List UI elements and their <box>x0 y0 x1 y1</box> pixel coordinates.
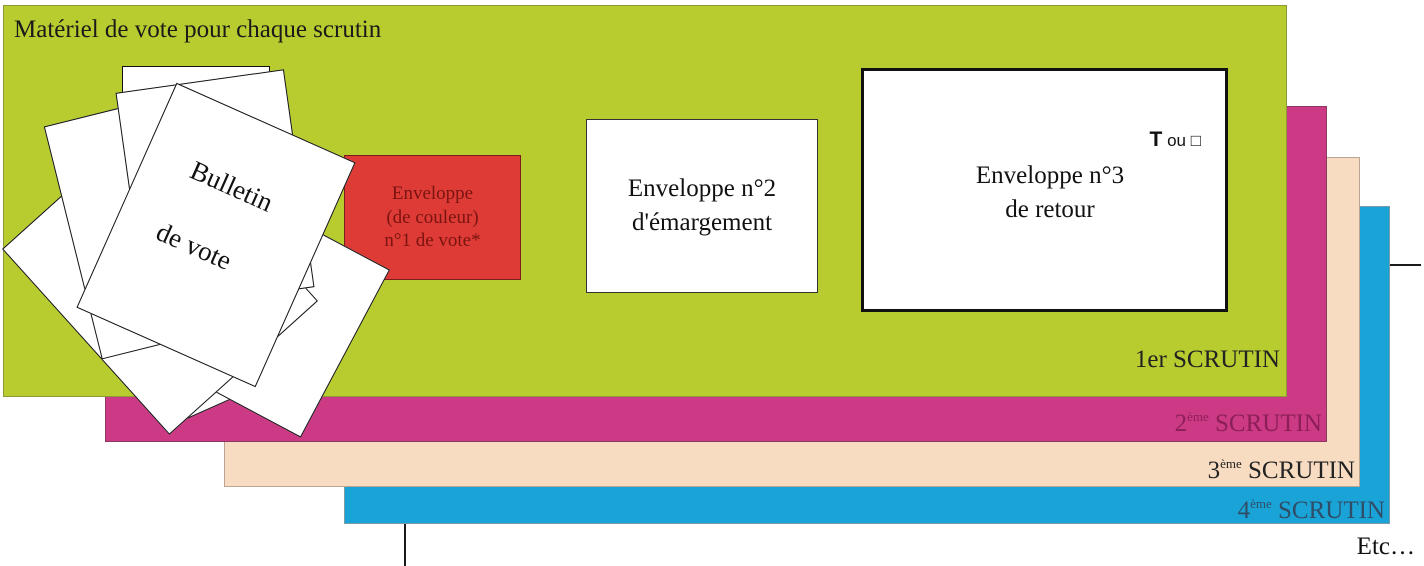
envelope-3-return: T ou □ Enveloppe n°3 de retour <box>861 68 1228 312</box>
layer-scrutin-1-label: 1er SCRUTIN <box>1134 346 1280 373</box>
envelope-2-signature: Enveloppe n°2 d'émargement <box>586 119 818 293</box>
envelope-2-line: d'émargement <box>631 209 773 236</box>
diagram-title: Matériel de vote pour chaque scrutin <box>14 16 382 43</box>
ballot-label-line: de vote <box>151 216 237 276</box>
ballot-label-line: Bulletin <box>185 154 278 218</box>
envelope-3-line: Enveloppe n°3 <box>975 162 1125 189</box>
layer-etc-label: Etc… <box>1356 533 1415 560</box>
layer-scrutin-4-label: 4ème SCRUTIN <box>1237 496 1385 524</box>
envelope-2-line: Enveloppe n°2 <box>627 175 777 203</box>
envelope-1-line: (de couleur) <box>386 206 479 228</box>
envelope-1-line: Enveloppe <box>391 182 474 204</box>
layer-scrutin-3-label: 3ème SCRUTIN <box>1207 456 1355 484</box>
envelope-3-choice: T ou □ <box>1149 128 1202 151</box>
envelope-1-colored: Enveloppe (de couleur) n°1 de vote* <box>344 155 521 280</box>
envelope-1-line: n°1 de vote* <box>384 230 481 252</box>
envelope-3-line: de retour <box>1005 195 1095 223</box>
layer-scrutin-2-label: 2ème SCRUTIN <box>1174 409 1322 437</box>
